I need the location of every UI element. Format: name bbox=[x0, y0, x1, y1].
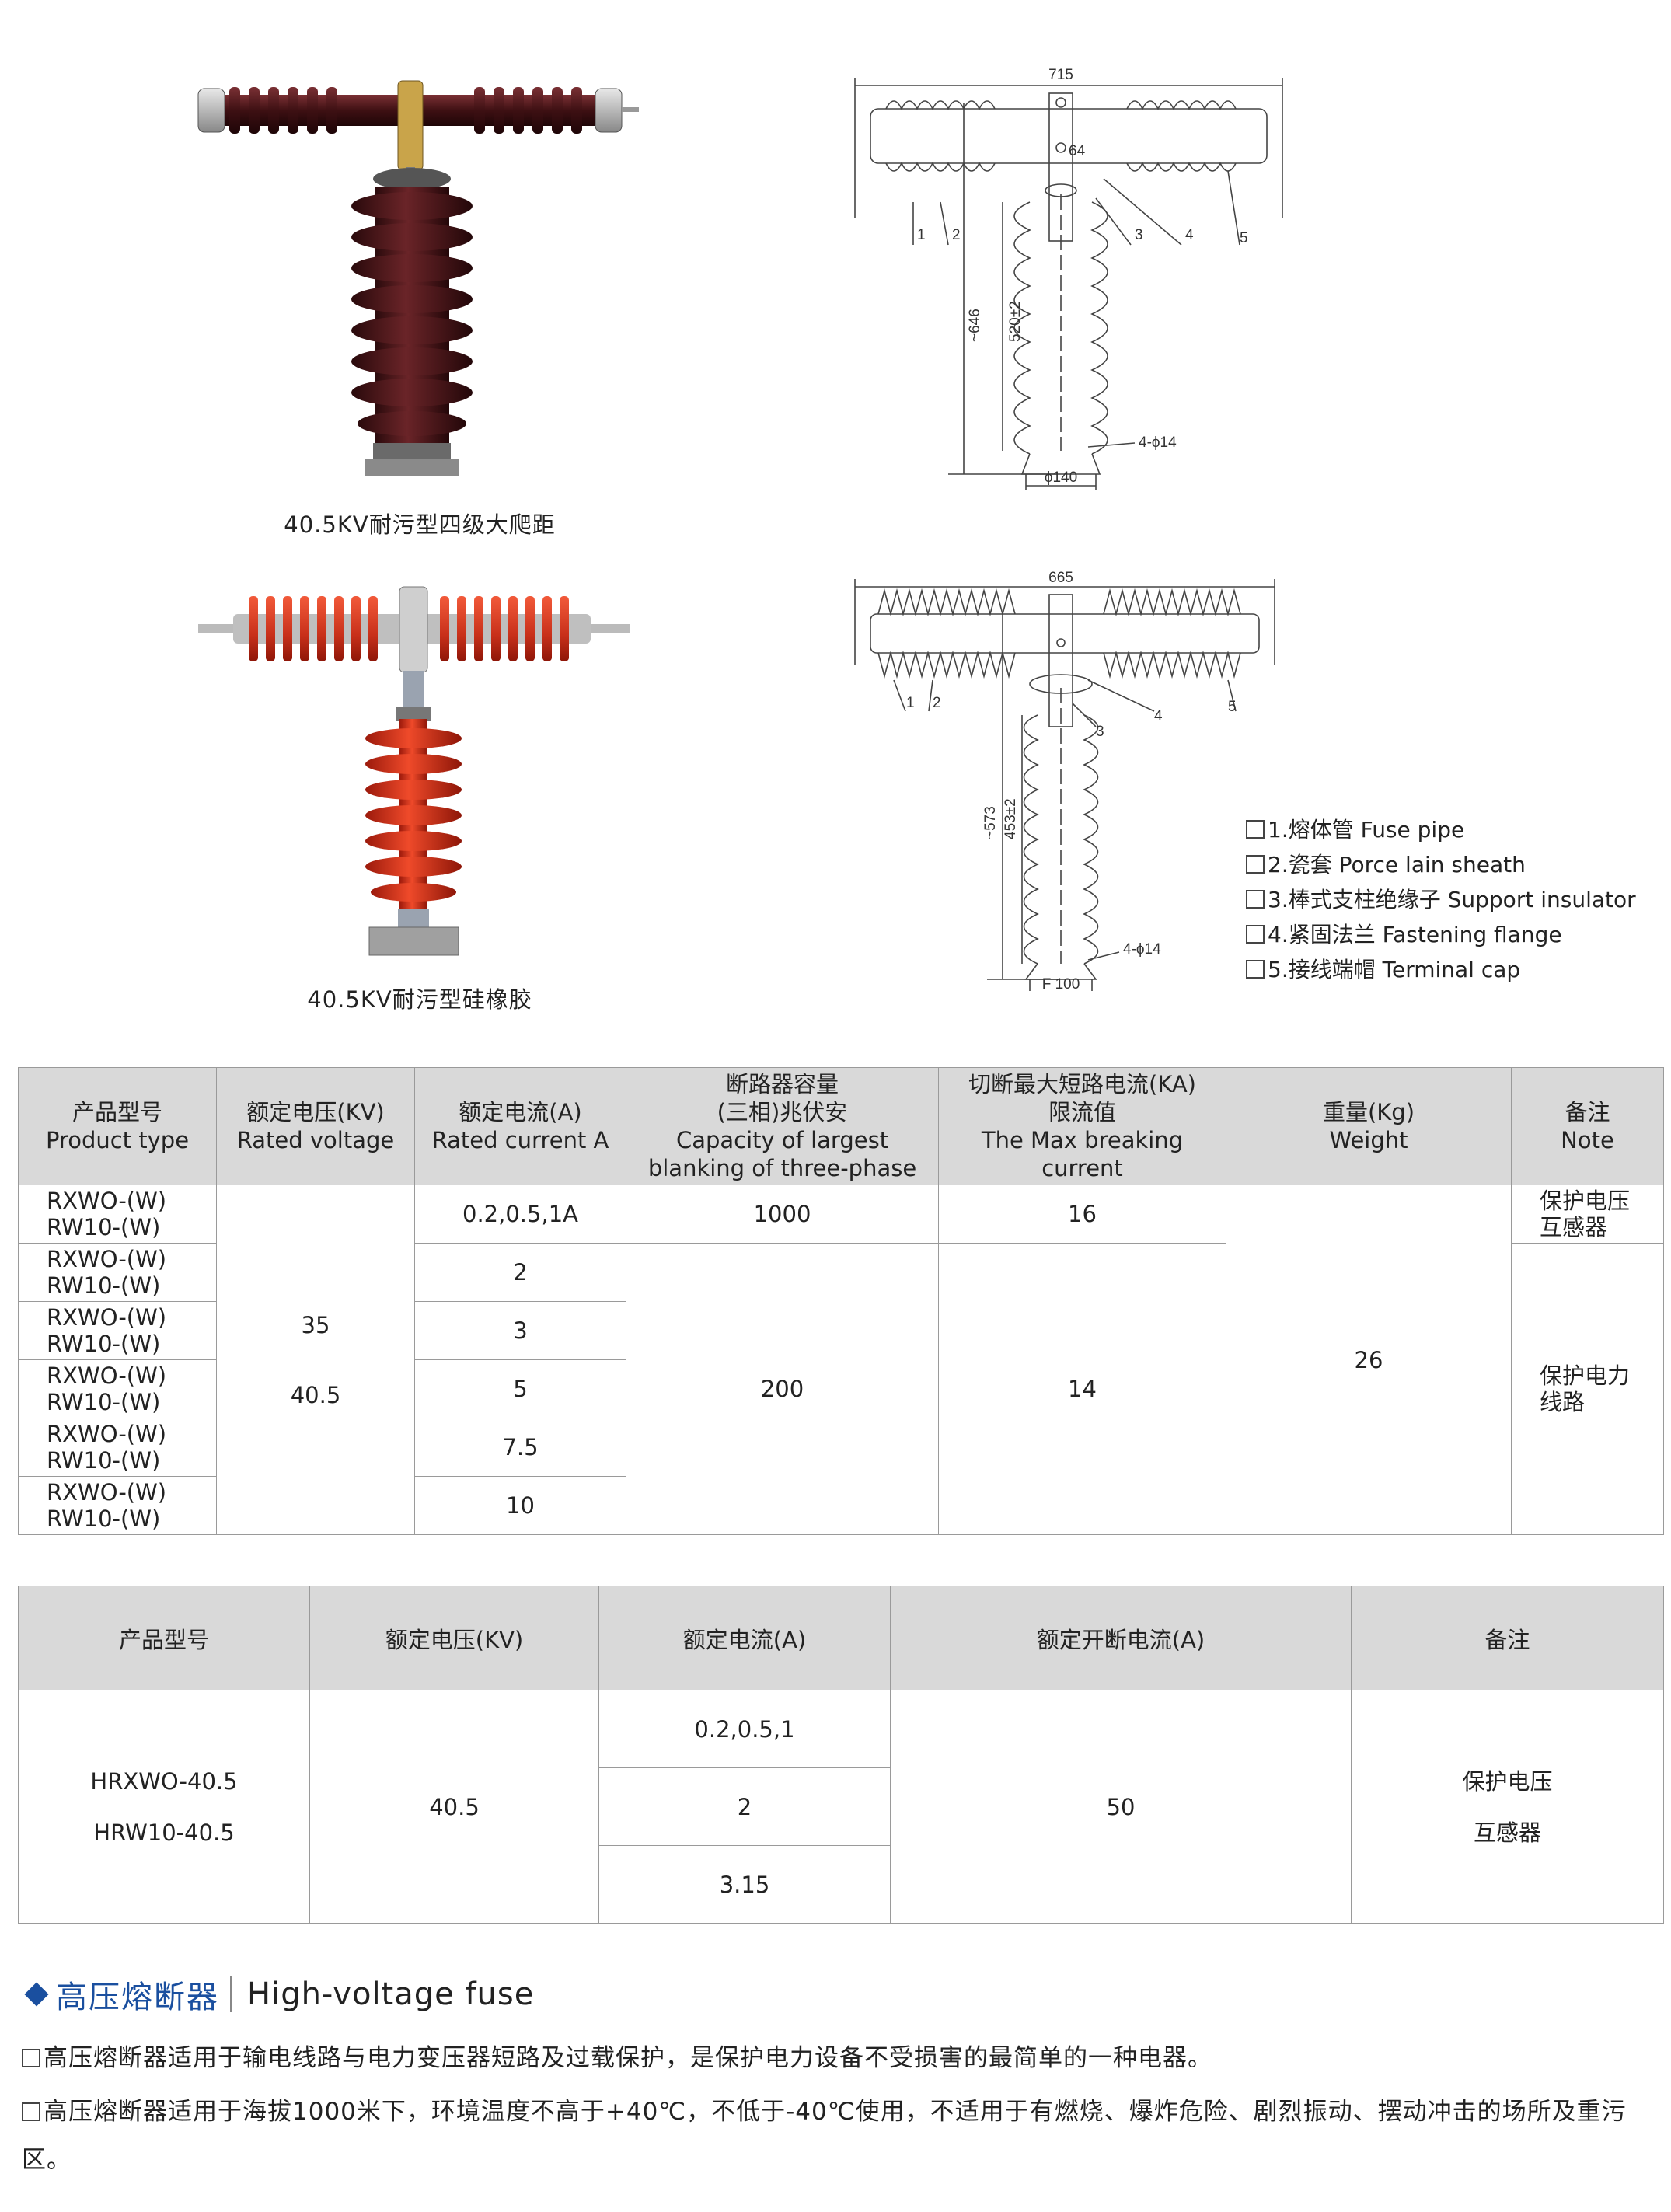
base-dim: ϕ140 bbox=[1045, 469, 1077, 486]
header-note: 备注 bbox=[1351, 1586, 1664, 1690]
dim-520: 520±2 bbox=[1007, 301, 1024, 342]
dim-573: ~573 bbox=[982, 806, 999, 839]
header-product-type: 产品型号 bbox=[18, 1586, 310, 1690]
table-row: RXWO-(W)RW10-(W) 10 bbox=[18, 1476, 1664, 1535]
product-type-cell: RXWO-(W)RW10-(W) bbox=[18, 1476, 217, 1535]
dim-64: 64 bbox=[1069, 143, 1086, 159]
product-type-cell: RXWO-(W)RW10-(W) bbox=[18, 1185, 217, 1244]
legend-item: 1.熔体管 Fuse pipe bbox=[1246, 812, 1666, 847]
section-title: 高压熔断器 High-voltage fuse bbox=[22, 1971, 534, 2018]
rated-current-cell: 2 bbox=[598, 1767, 891, 1846]
rated-current-cell: 2 bbox=[414, 1243, 626, 1302]
header-rated-voltage: 额定电压(KV)Rated voltage bbox=[216, 1067, 415, 1185]
bolt-dim: 4-ϕ14 bbox=[1123, 941, 1161, 958]
dim-453: 453±2 bbox=[1003, 798, 1019, 839]
diamond-icon bbox=[24, 1982, 49, 2007]
section-title-en: High-voltage fuse bbox=[247, 1976, 535, 2012]
header-weight: 重量(Kg)Weight bbox=[1226, 1067, 1512, 1185]
breaking-current-cell: 14 bbox=[938, 1243, 1226, 1535]
product-type-cell: RXWO-(W)RW10-(W) bbox=[18, 1301, 217, 1360]
table-row: RXWO-(W)RW10-(W) 2 200 14 保护电力线路 bbox=[18, 1243, 1664, 1535]
base-dim: F 100 bbox=[1042, 976, 1080, 991]
dim-646: ~646 bbox=[967, 309, 983, 342]
description-paragraph-2: 高压熔断器适用于海拔1000米下，环境温度不高于+40℃，不低于-40℃使用，不… bbox=[22, 2088, 1662, 2184]
legend-item: 3.棒式支柱绝缘子 Support insulator bbox=[1246, 882, 1666, 917]
silicone-fuse-photo bbox=[198, 586, 630, 956]
section-title-cn: 高压熔断器 bbox=[56, 1980, 219, 2015]
part-label-3: 3 bbox=[1096, 724, 1104, 740]
dimension-drawing-2: 665 ~573 453±2 4-ϕ14 F 100 1 2 3 4 5 bbox=[854, 571, 1275, 991]
capacity-cell: 200 bbox=[626, 1243, 939, 1535]
part-label-1: 1 bbox=[906, 695, 915, 711]
table-row: RXWO-(W)RW10-(W) 3 bbox=[18, 1301, 1664, 1360]
rated-current-cell: 3.15 bbox=[598, 1845, 891, 1924]
part-label-2: 2 bbox=[933, 695, 941, 711]
rated-current-cell: 10 bbox=[414, 1476, 626, 1535]
width-dim-665: 665 bbox=[1048, 571, 1073, 586]
product-type-cell: RXWO-(W)RW10-(W) bbox=[18, 1243, 217, 1302]
capacity-cell: 1000 bbox=[626, 1185, 939, 1244]
bolt-dim: 4-ϕ14 bbox=[1139, 434, 1177, 451]
header-rated-current: 额定电流(A)Rated current A bbox=[414, 1067, 626, 1185]
rated-current-cell: 5 bbox=[414, 1359, 626, 1418]
table-header-row: 产品型号 额定电压(KV) 额定电流(A) 额定开断电流(A) 备注 bbox=[18, 1586, 1664, 1690]
part-label-3: 3 bbox=[1135, 227, 1143, 243]
table-row: 2 bbox=[19, 1767, 1664, 1846]
table-row: 3.15 bbox=[19, 1845, 1664, 1924]
parts-legend: 1.熔体管 Fuse pipe 2.瓷套 Porce lain sheath 3… bbox=[1246, 812, 1666, 987]
table-row: RXWO-(W)RW10-(W) 7.5 bbox=[18, 1418, 1664, 1477]
rated-voltage-cell: 40.5 bbox=[309, 1690, 599, 1924]
part-label-4: 4 bbox=[1185, 227, 1194, 243]
legend-item: 5.接线端帽 Terminal cap bbox=[1246, 952, 1666, 987]
header-rated-voltage: 额定电压(KV) bbox=[309, 1586, 599, 1690]
title-divider bbox=[230, 1976, 232, 2012]
breaking-current-cell: 50 bbox=[890, 1690, 1352, 1924]
product-caption-1: 40.5KV耐污型四级大爬距 bbox=[284, 511, 556, 538]
part-label-1: 1 bbox=[917, 227, 926, 243]
header-rated-current: 额定电流(A) bbox=[598, 1586, 891, 1690]
header-breaking-current: 额定开断电流(A) bbox=[890, 1586, 1352, 1690]
rated-current-cell: 3 bbox=[414, 1301, 626, 1360]
note-cell: 保护电压互感器 bbox=[1351, 1690, 1664, 1924]
product-caption-2: 40.5KV耐污型硅橡胶 bbox=[307, 986, 532, 1013]
part-label-5: 5 bbox=[1228, 699, 1237, 715]
width-dim-715: 715 bbox=[1048, 67, 1073, 83]
product-type-cell: RXWO-(W)RW10-(W) bbox=[18, 1418, 217, 1477]
dimension-drawing-1: 715 64 ~646 520±2 4-ϕ14 ϕ140 1 2 3 4 5 bbox=[854, 67, 1283, 490]
product-type-cell: RXWO-(W)RW10-(W) bbox=[18, 1359, 217, 1418]
part-label-4: 4 bbox=[1154, 708, 1163, 724]
breaking-current-cell: 16 bbox=[938, 1185, 1226, 1244]
rated-current-cell: 0.2,0.5,1A bbox=[414, 1185, 626, 1244]
spec-table-2: 产品型号 额定电压(KV) 额定电流(A) 额定开断电流(A) 备注 HRXWO… bbox=[18, 1586, 1664, 1924]
weight-cell: 26 bbox=[1226, 1185, 1512, 1535]
table-row: RXWO-(W)RW10-(W) 5 bbox=[18, 1359, 1664, 1418]
part-label-2: 2 bbox=[952, 227, 961, 243]
porcelain-fuse-photo bbox=[197, 80, 639, 476]
note-cell: 保护电力线路 bbox=[1511, 1243, 1664, 1535]
rated-current-cell: 7.5 bbox=[414, 1418, 626, 1477]
description-paragraph-1: 高压熔断器适用于输电线路与电力变压器短路及过载保护，是保护电力设备不受损害的最简… bbox=[22, 2034, 1662, 2082]
legend-item: 2.瓷套 Porce lain sheath bbox=[1246, 847, 1666, 882]
note-cell: 保护电压互感器 bbox=[1511, 1185, 1664, 1244]
rated-current-cell: 0.2,0.5,1 bbox=[598, 1690, 891, 1768]
legend-item: 4.紧固法兰 Fastening flange bbox=[1246, 917, 1666, 952]
part-label-5: 5 bbox=[1240, 230, 1248, 246]
